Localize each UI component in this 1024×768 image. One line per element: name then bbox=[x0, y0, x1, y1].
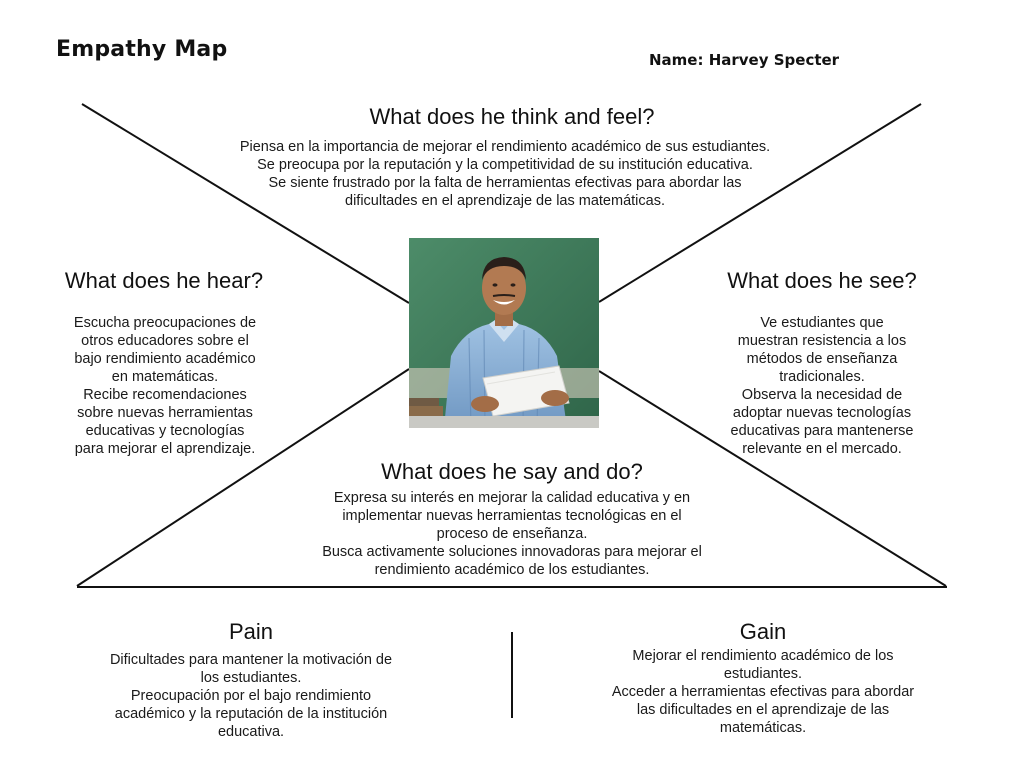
think-feel-heading: What does he think and feel? bbox=[369, 104, 655, 129]
persona-photo bbox=[409, 238, 599, 428]
pain-line: Dificultades para mantener la motivación… bbox=[109, 652, 393, 668]
think-feel-line: Se siente frustrado por la falta de herr… bbox=[268, 175, 742, 191]
think-feel-line: Se preocupa por la reputación y la compe… bbox=[257, 157, 753, 173]
gain-line: Acceder a herramientas efectivas para ab… bbox=[611, 684, 915, 700]
gain-line: matemáticas. bbox=[719, 720, 807, 736]
see-line: educativas para mantenerse bbox=[730, 423, 914, 439]
hear-line: bajo rendimiento académico bbox=[74, 351, 256, 367]
pain-line: Preocupación por el bajo rendimiento bbox=[130, 688, 372, 704]
think-feel-line: Piensa en la importancia de mejorar el r… bbox=[239, 139, 771, 155]
pain-line: los estudiantes. bbox=[200, 670, 302, 686]
pain-line: educativa. bbox=[217, 724, 285, 740]
gain-line: estudiantes. bbox=[723, 666, 803, 682]
see-heading: What does he see? bbox=[727, 268, 917, 293]
say-do-heading: What does he say and do? bbox=[381, 459, 643, 484]
teacher-portrait-image bbox=[409, 238, 599, 428]
diagonal-top-left bbox=[81, 103, 410, 304]
see-text: Ve estudiantes que muestran resistencia … bbox=[708, 314, 936, 458]
gain-heading: Gain bbox=[739, 619, 787, 644]
hear-text: Escucha preocupaciones de otros educador… bbox=[52, 314, 278, 458]
pain-line: académico y la reputación de la instituc… bbox=[114, 706, 388, 722]
say-do-text: Expresa su interés en mejorar la calidad… bbox=[270, 489, 754, 579]
gain-line: las dificultades en el aprendizaje de la… bbox=[636, 702, 890, 718]
see-line: tradicionales. bbox=[779, 369, 865, 385]
see-line: muestran resistencia a los bbox=[737, 333, 907, 349]
say-do-line: rendimiento académico de los estudiantes… bbox=[374, 562, 650, 578]
hear-line: otros educadores sobre el bbox=[81, 333, 249, 349]
hear-heading: What does he hear? bbox=[64, 268, 264, 293]
say-do-line: Busca activamente soluciones innovadoras… bbox=[322, 544, 702, 560]
page-title: Empathy Map bbox=[56, 37, 228, 62]
diagonal-bottom-right bbox=[598, 370, 947, 587]
think-feel-text: Piensa en la importancia de mejorar el r… bbox=[190, 138, 820, 210]
hear-line: educativas y tecnologías bbox=[85, 423, 245, 439]
hear-line: Escucha preocupaciones de bbox=[73, 315, 257, 331]
gain-line: Mejorar el rendimiento académico de los bbox=[632, 648, 894, 664]
hear-line: en matemáticas. bbox=[111, 369, 219, 385]
see-line: adoptar nuevas tecnologías bbox=[732, 405, 912, 421]
say-do-line: proceso de enseñanza. bbox=[436, 526, 588, 542]
hear-line: para mejorar el aprendizaje. bbox=[74, 441, 256, 457]
see-line: relevante en el mercado. bbox=[742, 441, 902, 457]
diagonal-top-right bbox=[598, 103, 922, 303]
pain-heading: Pain bbox=[228, 619, 274, 644]
see-line: Ve estudiantes que bbox=[760, 315, 884, 331]
say-do-line: implementar nuevas herramientas tecnológ… bbox=[342, 508, 682, 524]
diagonal-bottom-left bbox=[76, 368, 410, 587]
gain-text: Mejorar el rendimiento académico de los … bbox=[580, 647, 946, 737]
see-line: Observa la necesidad de bbox=[741, 387, 903, 403]
pain-text: Dificultades para mantener la motivación… bbox=[80, 651, 422, 741]
see-line: métodos de enseñanza bbox=[746, 351, 898, 367]
think-feel-line: dificultades en el aprendizaje de las ma… bbox=[345, 193, 665, 209]
say-do-line: Expresa su interés en mejorar la calidad… bbox=[333, 490, 691, 506]
hear-line: sobre nuevas herramientas bbox=[77, 405, 253, 421]
persona-name: Name: Harvey Specter bbox=[649, 51, 840, 69]
hear-line: Recibe recomendaciones bbox=[83, 387, 247, 403]
